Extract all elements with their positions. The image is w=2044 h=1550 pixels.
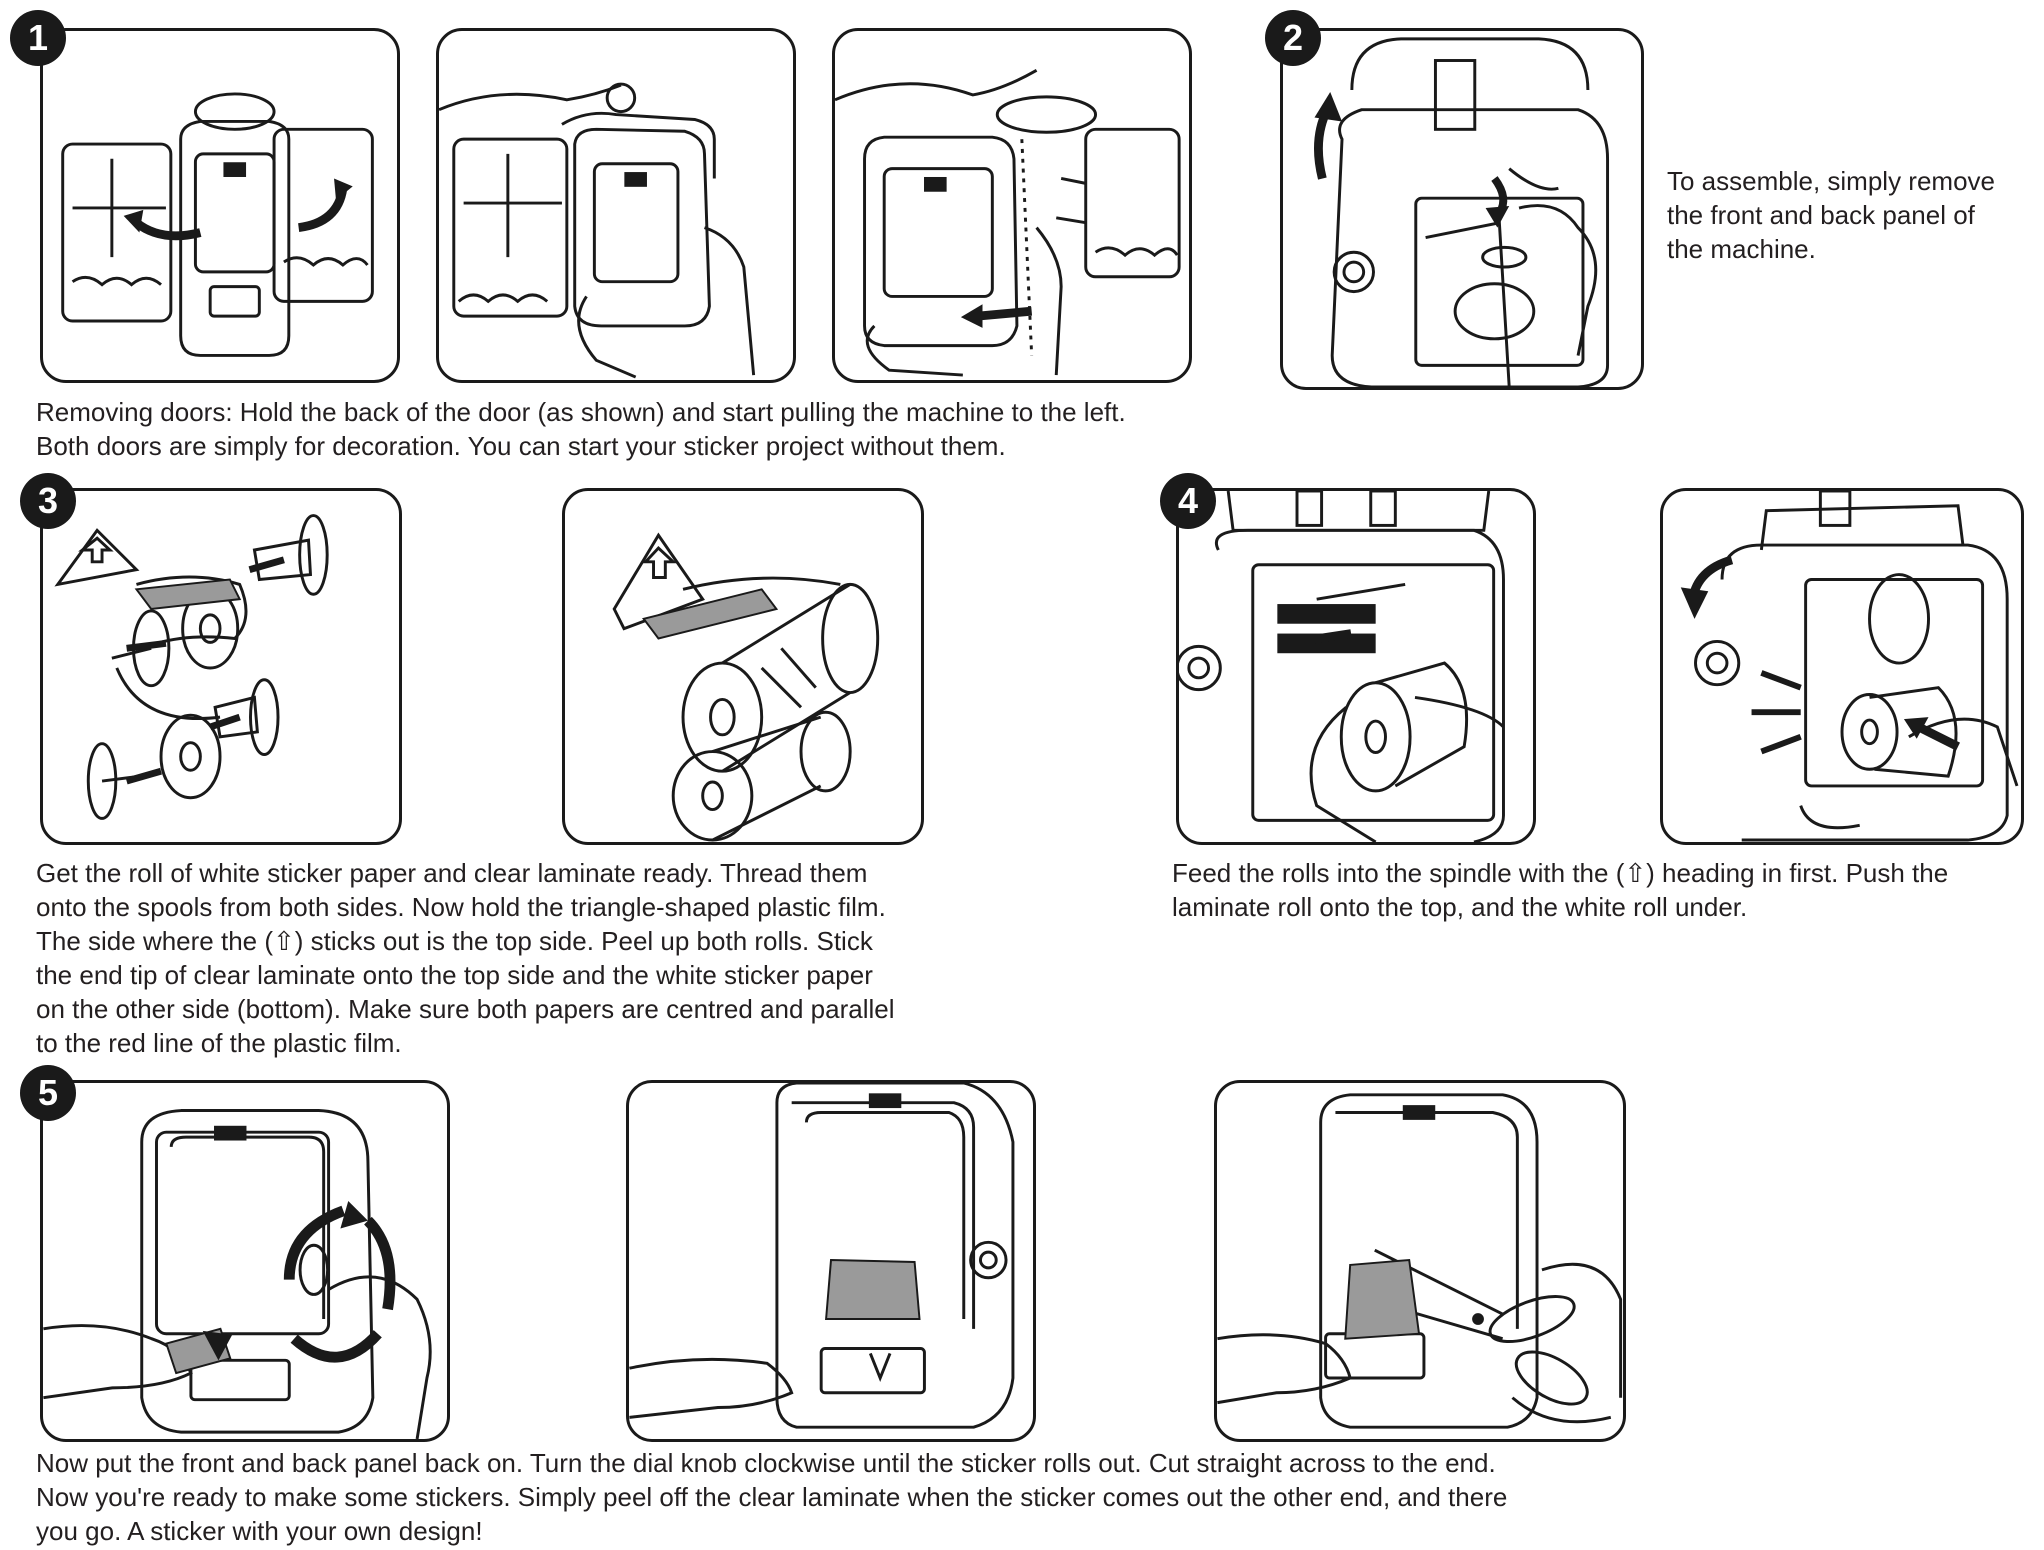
illustration-hand-holding-door bbox=[436, 28, 796, 383]
removing-panel-art bbox=[1314, 37, 1610, 387]
illustration-pushing-roll-under bbox=[1660, 488, 2024, 845]
step-2-badge: 2 bbox=[1265, 10, 1321, 66]
step5-line-3: you go. A sticker with your own design! bbox=[36, 1516, 483, 1546]
step3-line-1: Get the roll of white sticker paper and … bbox=[36, 858, 868, 888]
illustration-cutting-with-scissors bbox=[1214, 1080, 1626, 1442]
step-1-badge: 1 bbox=[10, 10, 66, 66]
step3-line-6: to the red line of the plastic film. bbox=[36, 1028, 402, 1058]
assemble-line-3: the machine. bbox=[1667, 234, 1816, 264]
step-5-badge: 5 bbox=[20, 1065, 76, 1121]
step5-line-1: Now put the front and back panel back on… bbox=[36, 1448, 1496, 1478]
illustration-pulling-machine-left bbox=[832, 28, 1192, 383]
removing-doors-caption: Removing doors: Hold the back of the doo… bbox=[36, 395, 1126, 463]
feeding-rolls-art bbox=[1179, 491, 1505, 842]
step4-caption: Feed the rolls into the spindle with the… bbox=[1172, 856, 1948, 924]
illustration-machine-open-doors bbox=[40, 28, 400, 383]
step3-line-2: onto the spools from both sides. Now hol… bbox=[36, 892, 886, 922]
machine-open-doors-art bbox=[61, 92, 374, 357]
removing-doors-line-1: Removing doors: Hold the back of the doo… bbox=[36, 397, 1126, 427]
cutting-with-scissors-art bbox=[1217, 1093, 1623, 1429]
assemble-caption: To assemble, simply remove the front and… bbox=[1667, 164, 1995, 266]
assemble-line-1: To assemble, simply remove bbox=[1667, 166, 1995, 196]
spools-exploded-art bbox=[54, 514, 329, 820]
sticker-rolling-out-art bbox=[629, 1083, 1015, 1429]
step-4-badge: 4 bbox=[1160, 473, 1216, 529]
turning-dial-art bbox=[43, 1109, 432, 1439]
assemble-line-2: the front and back panel of bbox=[1667, 200, 1975, 230]
threaded-rolls-art bbox=[612, 532, 880, 842]
step3-line-3: The side where the (⇧) sticks out is the… bbox=[36, 926, 873, 956]
removing-doors-line-2: Both doors are simply for decoration. Yo… bbox=[36, 431, 1006, 461]
step3-line-5: on the other side (bottom). Make sure bo… bbox=[36, 994, 895, 1024]
step4-line-2: laminate roll onto the top, and the whit… bbox=[1172, 892, 1748, 922]
illustration-threaded-rolls bbox=[562, 488, 924, 845]
pushing-roll-under-art bbox=[1680, 491, 2019, 842]
illustration-feeding-rolls bbox=[1176, 488, 1536, 845]
step4-line-1: Feed the rolls into the spindle with the… bbox=[1172, 858, 1949, 888]
illustration-spools-exploded bbox=[40, 488, 402, 845]
step5-caption: Now put the front and back panel back on… bbox=[36, 1446, 1507, 1548]
pulling-machine-left-art bbox=[835, 69, 1181, 377]
illustration-removing-panel bbox=[1280, 28, 1644, 390]
illustration-sticker-rolling-out bbox=[626, 1080, 1036, 1442]
illustration-turning-dial bbox=[40, 1080, 450, 1442]
step3-line-4: the end tip of clear laminate onto the t… bbox=[36, 960, 873, 990]
step3-caption: Get the roll of white sticker paper and … bbox=[36, 856, 895, 1060]
step5-line-2: Now you're ready to make some stickers. … bbox=[36, 1482, 1508, 1512]
step-3-badge: 3 bbox=[20, 473, 76, 529]
hand-holding-door-art bbox=[439, 82, 756, 379]
